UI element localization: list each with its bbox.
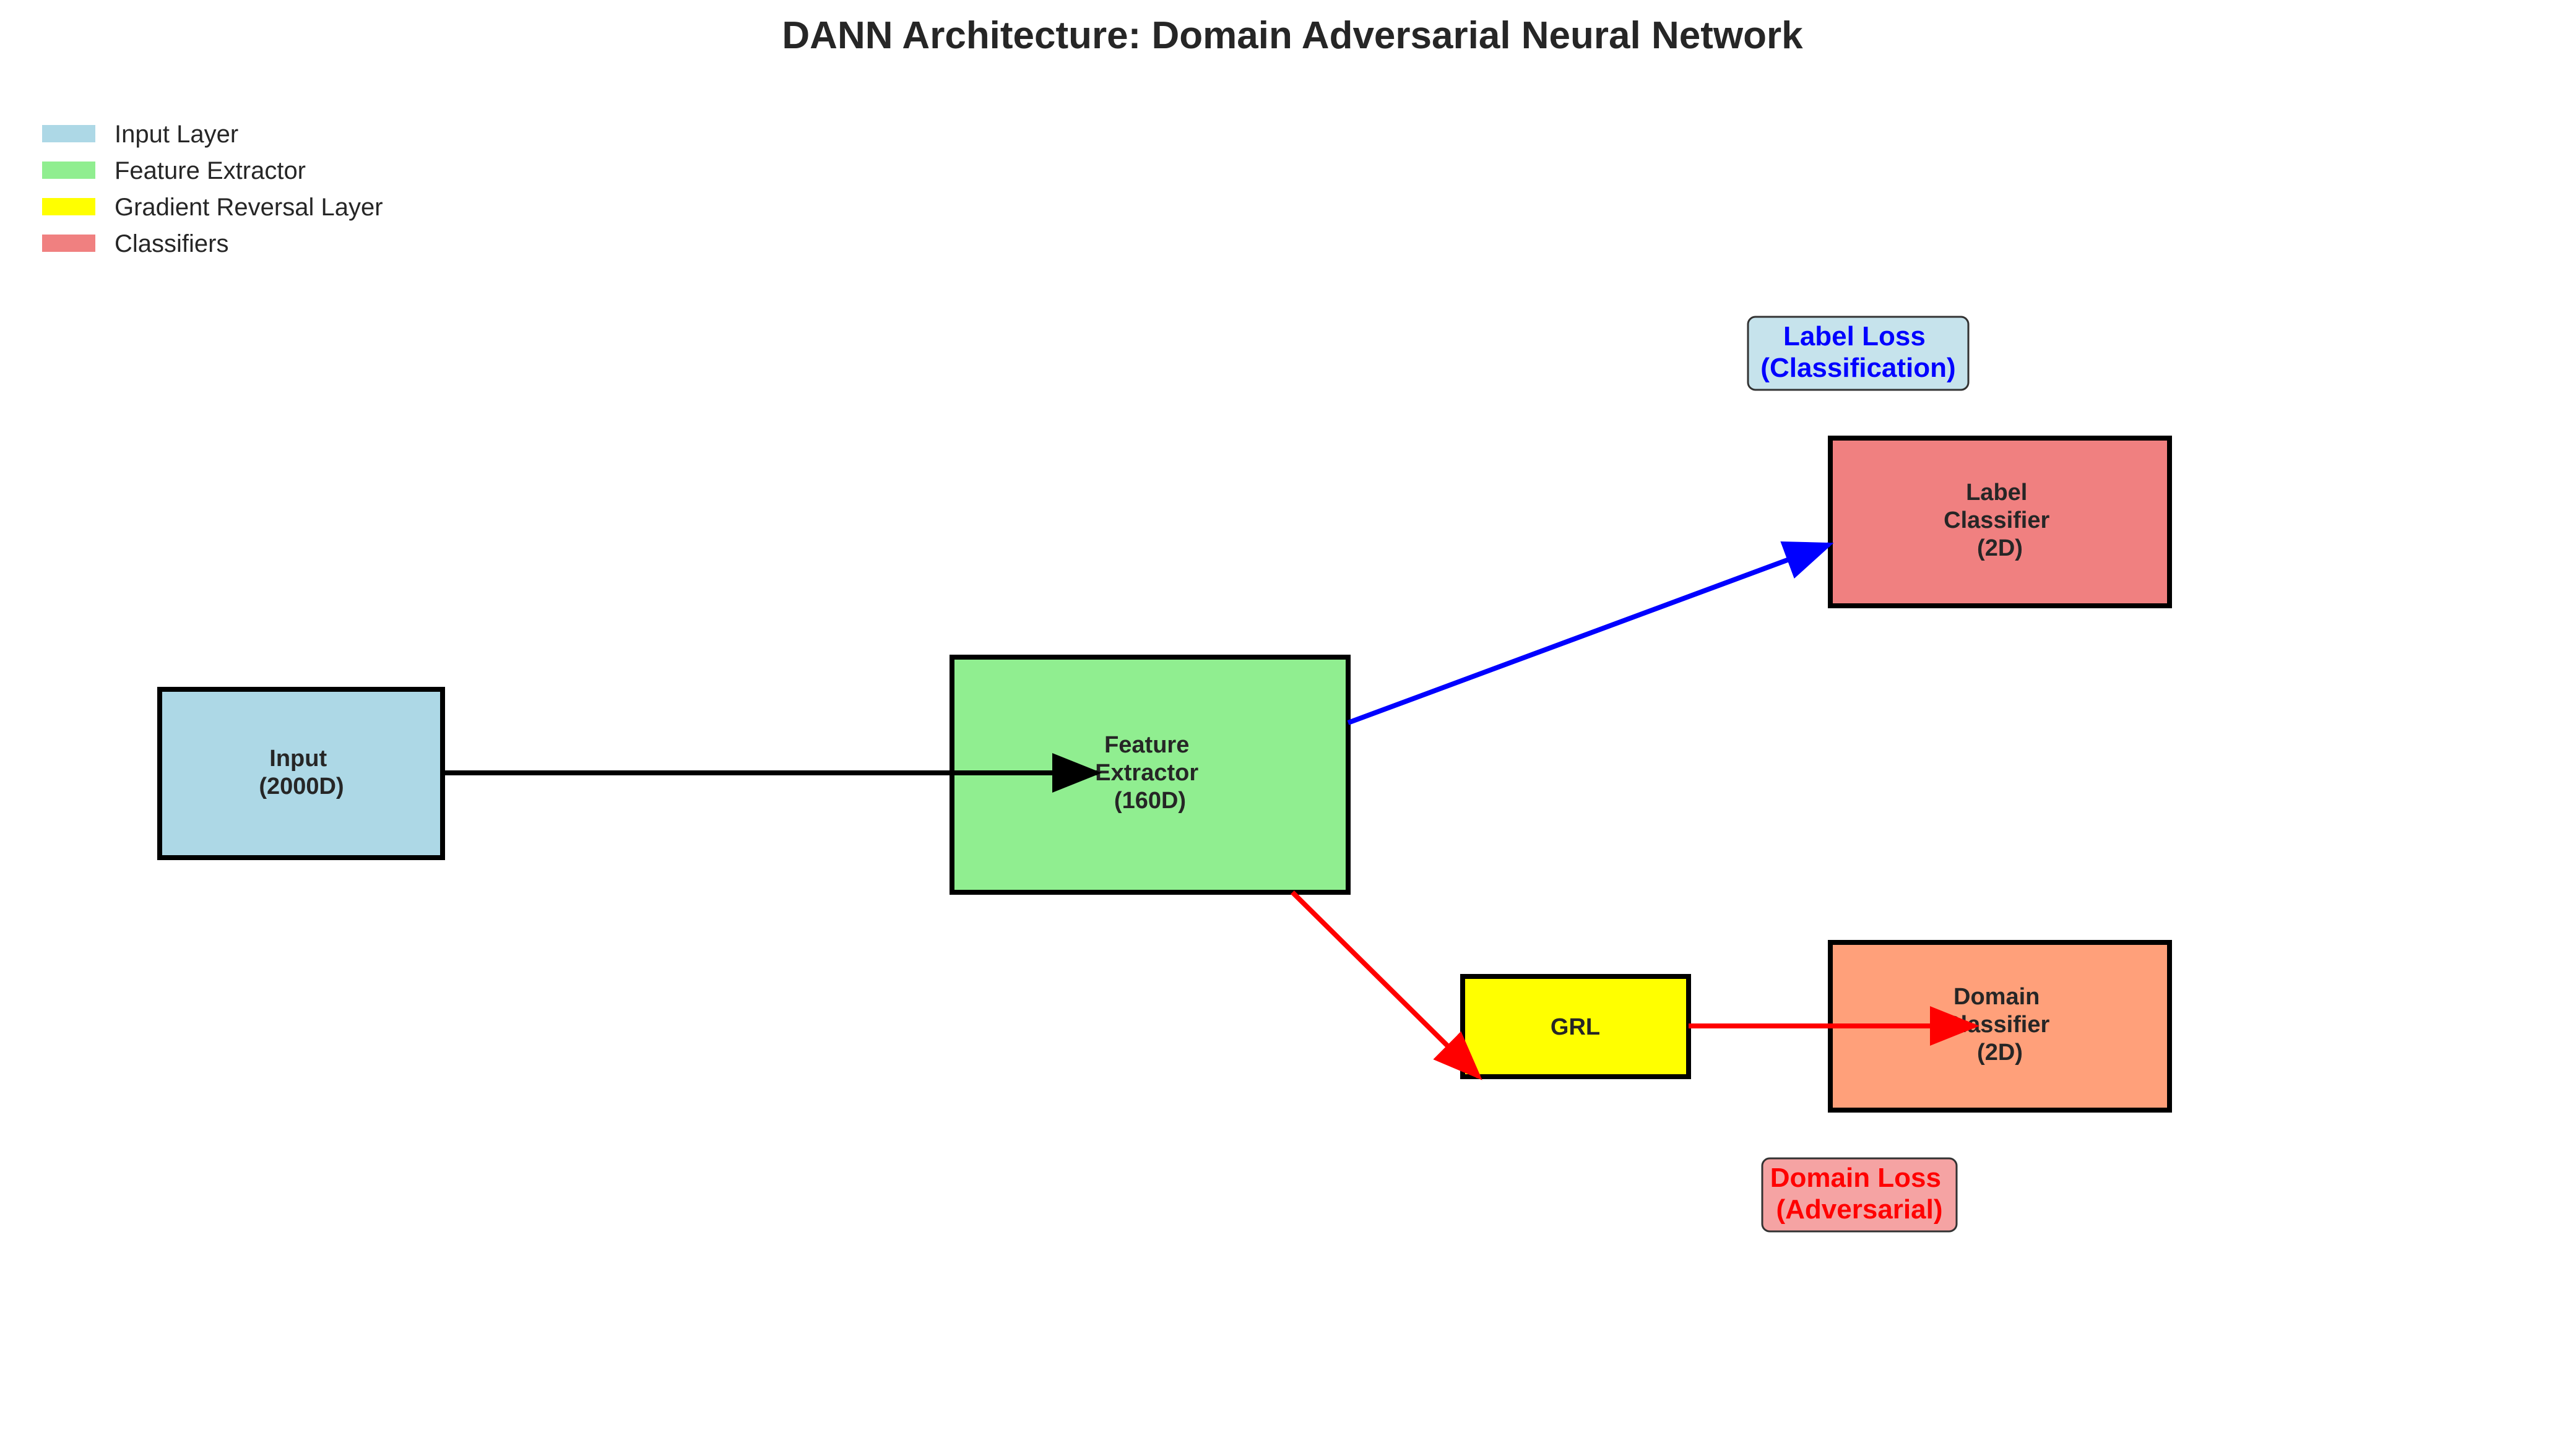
node-label-classifier: Label Classifier (2D) <box>1828 436 2172 608</box>
node-feature-extractor-label: Feature Extractor (160D) <box>1095 732 1205 814</box>
legend-label-input-layer: Input Layer <box>115 121 238 148</box>
node-domain-classifier-line-1: Domain <box>1953 984 2040 1010</box>
node-input-line-2: (2000D) <box>259 773 344 799</box>
domain-loss-text: Domain Loss (Adversarial) <box>1770 1163 1949 1225</box>
domain-loss-line-1: Domain Loss <box>1770 1163 1941 1193</box>
legend-label-classifiers: Classifiers <box>115 230 228 257</box>
legend-item-feature-extractor: Feature Extractor <box>42 157 306 184</box>
label-loss-line-2: (Classification) <box>1760 353 1955 383</box>
label-loss-line-1: Label Loss <box>1783 321 1926 351</box>
node-grl-box <box>1460 974 1691 1079</box>
node-feature-extractor-line-3: (160D) <box>1114 788 1186 814</box>
node-feature-extractor-line-2: Extractor <box>1095 760 1198 786</box>
label-loss-annotation: Label Loss (Classification) <box>1747 316 1970 391</box>
legend-label-gradient-reversal-layer: Gradient Reversal Layer <box>115 194 383 221</box>
node-label-classifier-box <box>1828 436 2172 608</box>
node-label-classifier-line-1: Label <box>1966 480 2027 506</box>
edge-feature-extractor-to-label-classifier <box>1347 541 1834 725</box>
legend-swatch-feature-extractor <box>42 162 95 179</box>
node-input-line-1: Input <box>269 746 327 772</box>
node-grl-label: GRL <box>1551 1014 1600 1040</box>
legend-item-input-layer: Input Layer <box>42 121 238 148</box>
legend-swatch-gradient-reversal-layer <box>42 198 95 215</box>
node-label-classifier-label: Label Classifier (2D) <box>1944 480 2056 561</box>
legend-swatch-input-layer <box>42 125 95 142</box>
label-loss-text: Label Loss (Classification) <box>1760 321 1955 383</box>
node-grl: GRL <box>1460 974 1691 1079</box>
legend: Input Layer Feature Extractor Gradient R… <box>42 121 383 257</box>
node-input-label: Input (2000D) <box>259 746 344 799</box>
node-label-classifier-line-2: Classifier <box>1944 507 2049 533</box>
node-domain-classifier-line-3: (2D) <box>1977 1040 2023 1066</box>
node-input: Input (2000D) <box>157 687 445 860</box>
legend-item-classifiers: Classifiers <box>42 230 228 257</box>
legend-item-gradient-reversal-layer: Gradient Reversal Layer <box>42 194 383 221</box>
node-feature-extractor-line-1: Feature <box>1104 732 1189 758</box>
domain-loss-box <box>1761 1157 1958 1233</box>
domain-loss-annotation: Domain Loss (Adversarial) <box>1761 1157 1958 1233</box>
domain-loss-line-2: (Adversarial) <box>1776 1194 1942 1225</box>
node-input-box <box>157 687 445 860</box>
diagram-title: DANN Architecture: Domain Adversarial Ne… <box>782 14 1803 57</box>
legend-swatch-classifiers <box>42 235 95 252</box>
legend-label-feature-extractor: Feature Extractor <box>115 157 306 184</box>
edges <box>443 541 1979 1080</box>
label-loss-box <box>1747 316 1970 391</box>
edge-feature-extractor-to-grl <box>1291 890 1482 1080</box>
node-label-classifier-line-3: (2D) <box>1977 535 2023 561</box>
